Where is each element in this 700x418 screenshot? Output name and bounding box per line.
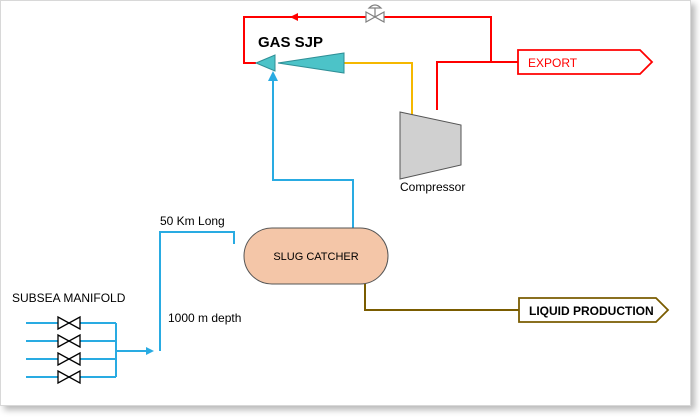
- export-line: [436, 61, 518, 110]
- subsea-manifold: [26, 315, 117, 385]
- manifold-valve-icon: [57, 333, 81, 349]
- compressor-suction-line: [344, 62, 413, 115]
- compressor-icon: [399, 111, 462, 180]
- slug-catcher-vessel: [243, 227, 389, 285]
- compressor-label: Compressor: [400, 180, 465, 194]
- manifold-valve-icon: [57, 369, 81, 385]
- depth-label: 1000 m depth: [168, 311, 241, 325]
- liquid-production-arrow-box: [518, 297, 670, 323]
- export-label: EXPORT: [528, 56, 578, 70]
- slug-catcher-gas-line: [272, 80, 354, 228]
- liquid-production-label: LIQUID PRODUCTION: [529, 304, 654, 318]
- manifold-valve-icon: [57, 351, 81, 367]
- export-arrow-box: [517, 49, 654, 75]
- liquid-production-line: [364, 284, 519, 311]
- recycle-valve-icon: [365, 4, 385, 24]
- manifold-valve-icon: [57, 315, 81, 331]
- gas-sjp-jet-pump: [254, 52, 345, 74]
- slug-catcher-label: SLUG CATCHER: [273, 251, 358, 263]
- pipeline-length-label: 50 Km Long: [160, 214, 225, 228]
- sjp-suction-arrow-icon: [268, 71, 278, 81]
- subsea-pipeline: [159, 231, 235, 351]
- subsea-manifold-label: SUBSEA MANIFOLD: [12, 291, 126, 305]
- gas-sjp-title: GAS SJP: [258, 34, 323, 51]
